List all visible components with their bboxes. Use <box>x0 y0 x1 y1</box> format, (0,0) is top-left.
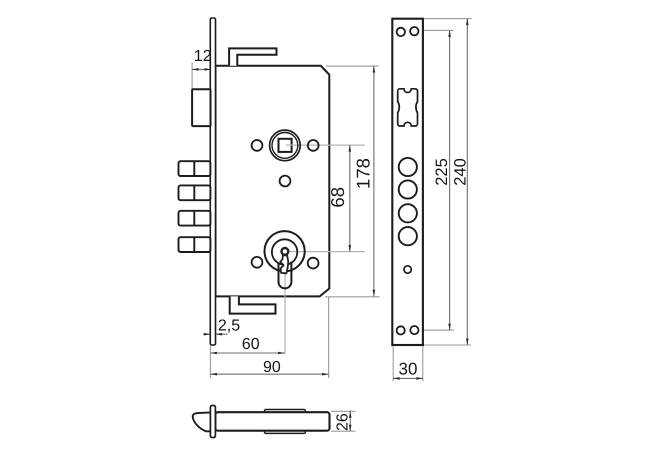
svg-text:225: 225 <box>433 158 451 186</box>
svg-text:12: 12 <box>194 48 212 65</box>
svg-text:68: 68 <box>327 187 348 208</box>
svg-text:2,5: 2,5 <box>218 317 240 334</box>
svg-text:30: 30 <box>399 360 418 379</box>
svg-text:60: 60 <box>242 336 260 353</box>
svg-text:26: 26 <box>335 413 352 431</box>
svg-text:240: 240 <box>452 158 470 186</box>
svg-text:90: 90 <box>263 359 281 376</box>
svg-text:178: 178 <box>352 158 373 189</box>
